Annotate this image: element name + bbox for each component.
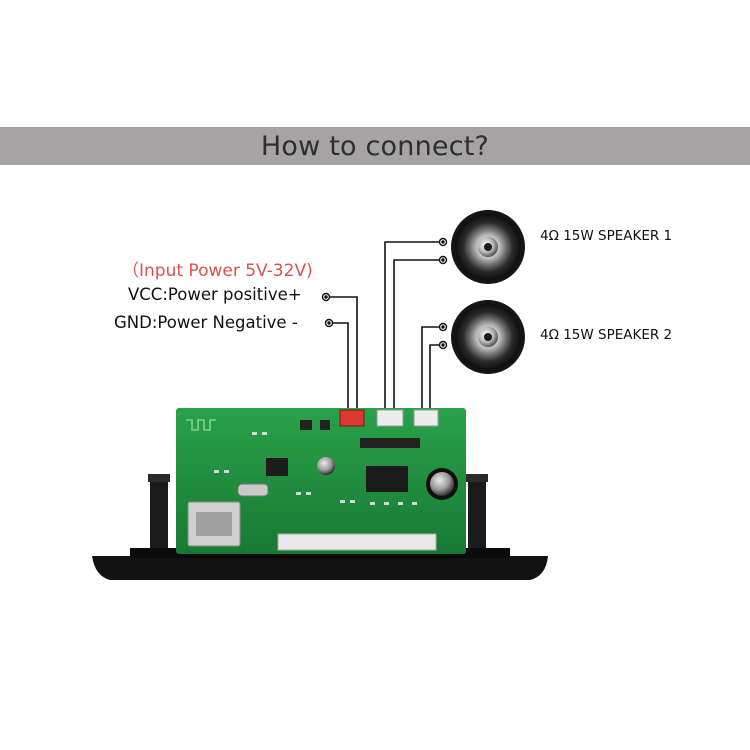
vcc-label: VCC:Power positive+	[128, 285, 302, 304]
speaker1-connector	[377, 410, 403, 426]
speaker-2	[451, 300, 525, 374]
speaker-2-label: 4Ω 15W SPEAKER 2	[540, 327, 672, 343]
power-connector	[340, 410, 364, 426]
input-power-label: （Input Power 5V-32V)	[122, 256, 313, 281]
wires	[327, 242, 441, 413]
mp3-module	[92, 408, 548, 580]
gnd-label: GND:Power Negative -	[114, 313, 298, 332]
speaker2-connector	[414, 410, 438, 426]
speaker-1	[451, 210, 525, 284]
speaker-1-label: 4Ω 15W SPEAKER 1	[540, 228, 672, 244]
